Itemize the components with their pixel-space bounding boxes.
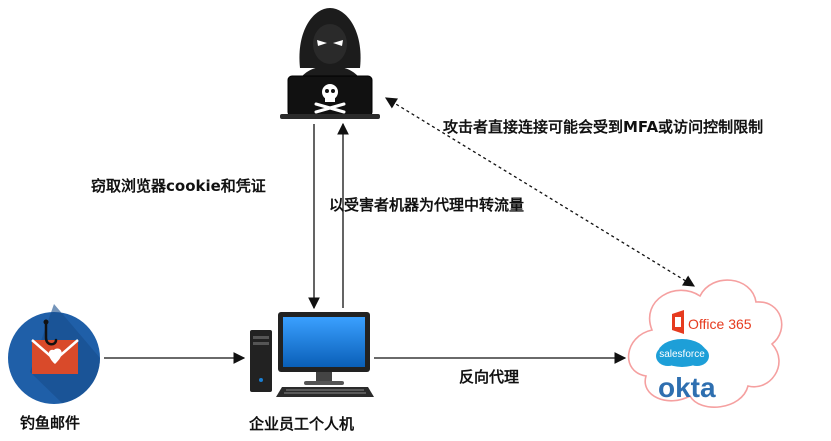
office365-logo-icon (672, 310, 684, 334)
edge-direct-connect (385, 97, 695, 287)
skull-icon (314, 84, 346, 114)
phishing-email-icon (8, 304, 100, 404)
employee-pc-label: 企业员工个人机 (249, 415, 355, 433)
direct-connect-label: 攻击者直接连接可能会受到MFA或访问控制限制 (443, 118, 764, 136)
proxy-traffic-label: 以受害者机器为代理中转流量 (329, 196, 525, 214)
salesforce-logo-icon (656, 339, 709, 367)
attacker-icon (280, 8, 380, 119)
cloud-service-office365: Office 365 (688, 316, 752, 332)
cloud-outline (627, 279, 783, 408)
steal-cookie-label: 窃取浏览器cookie和凭证 (91, 177, 266, 195)
employee-pc-icon (250, 312, 374, 397)
reverse-proxy-label: 反向代理 (459, 368, 520, 386)
edges (104, 97, 695, 364)
cloud-service-salesforce: salesforce (659, 349, 705, 360)
phishing-email-label: 钓鱼邮件 (20, 414, 81, 432)
cloud-services: Office 365 salesforce okta (627, 279, 783, 408)
cloud-service-okta: okta (658, 372, 716, 403)
